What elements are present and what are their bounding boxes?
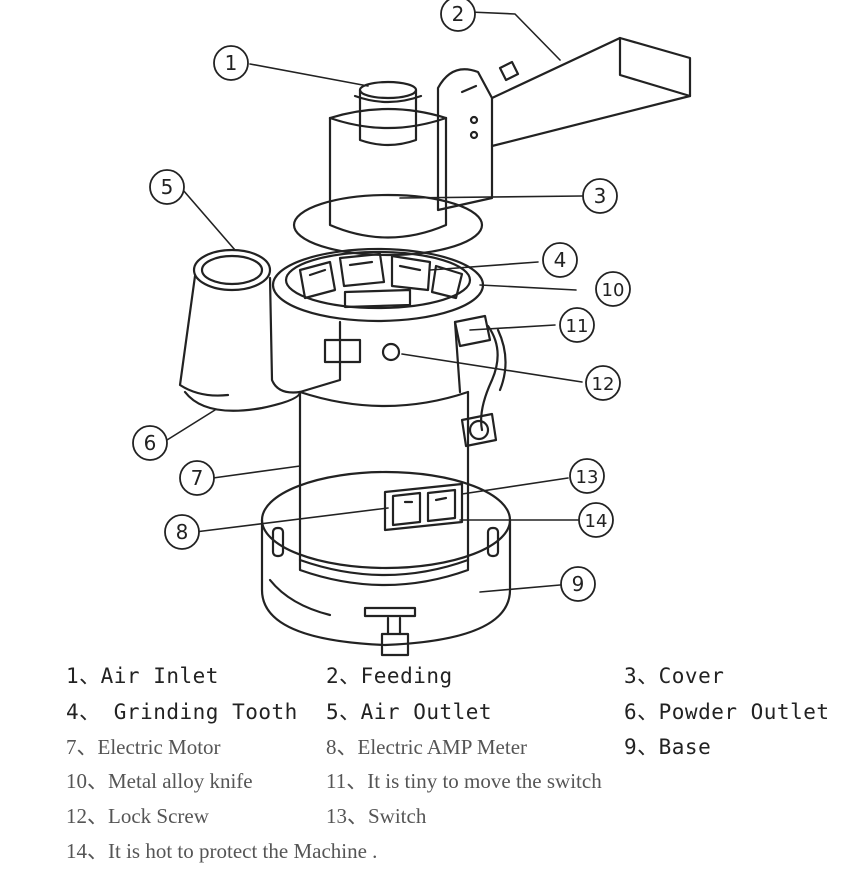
legend-item-8: 8、Electric AMP Meter xyxy=(326,735,528,759)
callout-10: 10 xyxy=(595,271,631,307)
legend-item-1: 1、Air Inlet xyxy=(66,664,219,688)
leader-lines xyxy=(166,11,583,593)
air-outlet-drawing xyxy=(178,248,302,412)
legend-item-7: 7、Electric Motor xyxy=(66,735,221,759)
callout-label: 6 xyxy=(144,431,157,455)
machine-drawing: 1 2 3 4 5 6 7 8 9 10 11 12 13 14 xyxy=(132,0,692,657)
legend-item-13: 13、Switch xyxy=(326,804,427,828)
callout-6: 6 xyxy=(132,425,168,461)
air-inlet-drawing xyxy=(353,80,423,147)
meter-drawing xyxy=(383,482,464,532)
callout-label: 1 xyxy=(225,51,238,75)
callout-label: 2 xyxy=(452,2,465,26)
callout-1: 1 xyxy=(213,45,249,81)
callout-4: 4 xyxy=(542,242,578,278)
callout-markers: 1 2 3 4 5 6 7 8 9 10 11 12 13 14 xyxy=(132,0,631,602)
legend-item-3: 3、Cover xyxy=(624,664,725,688)
callout-3: 3 xyxy=(582,178,618,214)
callout-7: 7 xyxy=(179,460,215,496)
legend-item-9: 9、Base xyxy=(624,735,712,759)
callout-label: 10 xyxy=(602,280,625,301)
legend-item-12: 12、Lock Screw xyxy=(66,804,209,828)
legend-item-14: 14、It is hot to protect the Machine . xyxy=(66,839,378,863)
callout-14: 14 xyxy=(578,502,614,538)
feeding-hopper-drawing xyxy=(436,36,692,212)
legend-item-2: 2、Feeding xyxy=(326,664,453,688)
callout-11: 11 xyxy=(559,307,595,343)
callout-8: 8 xyxy=(164,514,200,550)
cover-drawing xyxy=(292,107,484,257)
legend-item-5: 5、Air Outlet xyxy=(326,700,493,724)
callout-label: 13 xyxy=(576,467,599,488)
callout-label: 9 xyxy=(572,572,585,596)
callout-label: 3 xyxy=(594,184,607,208)
callout-label: 14 xyxy=(585,511,608,532)
motor-drawing xyxy=(298,390,470,587)
switch-drawing xyxy=(453,314,507,448)
callout-12: 12 xyxy=(585,365,621,401)
legend-item-10: 10、Metal alloy knife xyxy=(66,769,253,793)
chamber-drawing xyxy=(298,320,462,394)
callout-label: 11 xyxy=(566,316,589,337)
callout-5: 5 xyxy=(149,169,185,205)
callout-2: 2 xyxy=(440,0,476,32)
legend-item-11: 11、It is tiny to move the switch xyxy=(326,769,602,793)
callout-9: 9 xyxy=(560,566,596,602)
callout-label: 5 xyxy=(161,175,174,199)
callout-label: 12 xyxy=(592,374,615,395)
callout-label: 4 xyxy=(554,248,567,272)
callout-label: 7 xyxy=(191,466,204,490)
legend-item-6: 6、Powder Outlet xyxy=(624,700,830,724)
callout-label: 8 xyxy=(176,520,189,544)
callout-13: 13 xyxy=(569,458,605,494)
legend-item-4: 4、 Grinding Tooth xyxy=(66,700,298,724)
base-drawing xyxy=(260,470,512,657)
